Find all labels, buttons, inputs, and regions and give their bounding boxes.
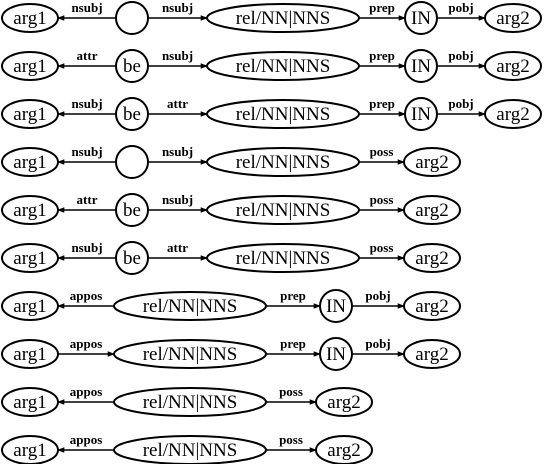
pattern-row: arg1 be rel/NN|NNS arg2 nsubj attr poss	[1, 240, 461, 275]
node-label: IN	[411, 104, 431, 125]
node-label: arg2	[415, 344, 448, 365]
node-label: rel/NN|NNS	[236, 8, 331, 29]
edge-label: prep	[369, 0, 395, 15]
node-empty-shape	[115, 145, 149, 179]
edge-label: appos	[70, 288, 103, 303]
pattern-row: arg1 rel/NN|NNS IN arg2 appos prep pobj	[1, 288, 461, 323]
edge-label: pobj	[365, 288, 390, 303]
edge-label: poss	[370, 144, 394, 159]
node-label: arg2	[415, 296, 448, 317]
node-label: be	[123, 56, 141, 77]
edge-label: poss	[370, 192, 394, 207]
node-label: arg1	[13, 8, 46, 29]
edge-label: pobj	[448, 0, 473, 15]
edge-label: prep	[280, 336, 306, 351]
node-label: rel/NN|NNS	[143, 440, 238, 461]
node-label: IN	[326, 344, 346, 365]
edge-label: nsubj	[162, 48, 193, 63]
node-empty-shape	[115, 1, 149, 35]
edge-label: prep	[369, 96, 395, 111]
node-label: arg2	[496, 104, 529, 125]
edge-label: pobj	[448, 96, 473, 111]
edge-label: attr	[77, 192, 98, 207]
edge-label: appos	[70, 336, 103, 351]
node-label: rel/NN|NNS	[143, 344, 238, 365]
edge-label: appos	[70, 432, 103, 447]
edge-label: nsubj	[71, 240, 102, 255]
pattern-row: arg1 be rel/NN|NNS arg2 attr nsubj poss	[1, 192, 461, 227]
node-label: arg1	[13, 152, 46, 173]
node-label: arg2	[496, 56, 529, 77]
edge-label: poss	[279, 384, 303, 399]
node-label: arg2	[496, 8, 529, 29]
edge-label: nsubj	[71, 144, 102, 159]
node-label: arg2	[415, 200, 448, 221]
edge-label: nsubj	[71, 0, 102, 15]
pattern-row: arg1 rel/NN|NNS IN arg2 nsubj nsubj prep pobj	[1, 0, 542, 35]
node-label: IN	[326, 296, 346, 317]
edge-label: nsubj	[71, 96, 102, 111]
edge-label: nsubj	[162, 144, 193, 159]
node-label: arg2	[327, 440, 360, 461]
pattern-row: arg1 be rel/NN|NNS IN arg2 attr nsubj prep pobj	[1, 48, 542, 83]
edge-label: poss	[279, 432, 303, 447]
node-label: arg1	[13, 200, 46, 221]
edge-label: pobj	[448, 48, 473, 63]
node-label: rel/NN|NNS	[236, 104, 331, 125]
node-label: arg1	[13, 104, 46, 125]
pattern-row: arg1 be rel/NN|NNS IN arg2 nsubj attr prep pobj	[1, 96, 542, 131]
node-label: arg2	[415, 248, 448, 269]
edge-label: prep	[369, 48, 395, 63]
node-label: be	[123, 104, 141, 125]
node-label: rel/NN|NNS	[236, 56, 331, 77]
node-label: arg1	[13, 56, 46, 77]
node-label: be	[123, 248, 141, 269]
pattern-row: arg1 rel/NN|NNS arg2 appos poss	[1, 432, 373, 464]
edge-label: attr	[167, 96, 188, 111]
node-label: rel/NN|NNS	[236, 200, 331, 221]
edge-label: attr	[77, 48, 98, 63]
pattern-row: arg1 rel/NN|NNS arg2 nsubj nsubj poss	[1, 144, 461, 179]
edge-label: appos	[70, 384, 103, 399]
edge-label: pobj	[365, 336, 390, 351]
node-label: arg1	[13, 248, 46, 269]
pattern-row: arg1 rel/NN|NNS arg2 appos poss	[1, 384, 373, 417]
edge-label: prep	[280, 288, 306, 303]
node-label: arg2	[415, 152, 448, 173]
node-label: rel/NN|NNS	[143, 392, 238, 413]
node-label: rel/NN|NNS	[236, 248, 331, 269]
node-label: rel/NN|NNS	[143, 296, 238, 317]
node-label: arg1	[13, 440, 46, 461]
node-label: arg1	[13, 392, 46, 413]
edge-label: poss	[370, 240, 394, 255]
pattern-row: arg1 rel/NN|NNS IN arg2 appos prep pobj	[1, 336, 461, 371]
edge-label: nsubj	[162, 192, 193, 207]
node-label: arg2	[327, 392, 360, 413]
node-label: arg1	[13, 296, 46, 317]
edge-label: nsubj	[162, 0, 193, 15]
node-label: rel/NN|NNS	[236, 152, 331, 173]
node-label: arg1	[13, 344, 46, 365]
node-label: IN	[411, 56, 431, 77]
edge-label: attr	[167, 240, 188, 255]
node-label: IN	[411, 8, 431, 29]
node-label: be	[123, 200, 141, 221]
